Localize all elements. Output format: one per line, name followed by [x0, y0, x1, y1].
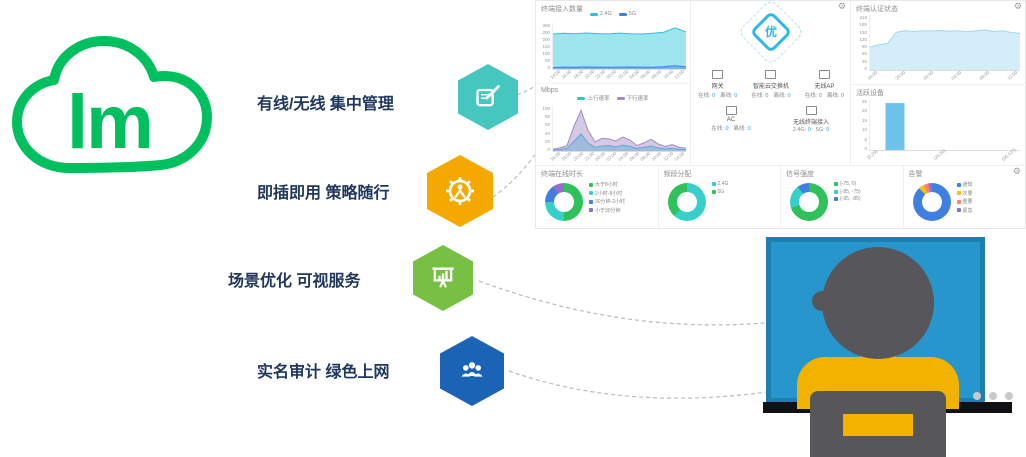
- gear-icon[interactable]: ⚙: [1012, 166, 1021, 176]
- health-grade: 优: [764, 25, 777, 39]
- connector-3: [478, 280, 765, 326]
- area-chart-auth-status: [869, 15, 1020, 71]
- people-icon: [461, 362, 483, 377]
- gear-person-icon: [446, 177, 474, 205]
- panel-title: 活跃设备: [856, 90, 884, 97]
- panel-title: 终端认证状态: [856, 6, 898, 13]
- panel-title: 频段分配: [663, 171, 692, 178]
- health-badge-zone: 优: [691, 0, 851, 66]
- ap-icon: [818, 70, 830, 79]
- donut-chart-band: [667, 183, 706, 221]
- feature-hex-manage: [458, 64, 518, 130]
- feature-hex-policy: [427, 155, 493, 227]
- cloud-outline: [12, 36, 212, 173]
- gear-icon[interactable]: ⚙: [837, 1, 846, 11]
- ac-icon: [725, 106, 737, 115]
- alarm-panel: 告警 ⚙ 通知次要重要紧急: [904, 166, 1026, 229]
- signal-strength-panel: 信号强度 (-75, 0)(-85, -75)(-95, -85): [781, 166, 904, 229]
- connector-4: [508, 370, 768, 399]
- decor-dot: [989, 392, 997, 400]
- gateway-icon: [712, 70, 724, 79]
- feature-label-scene: 场景优化 可视服务: [228, 273, 361, 290]
- feature-label-audit: 实名审计 绿色上网: [257, 364, 390, 381]
- donut-chart-alarm: [912, 183, 951, 221]
- feature-hex-visual: [413, 245, 473, 311]
- panel-title: 告警: [908, 171, 923, 178]
- bar-chart-active-devices: [869, 99, 1020, 151]
- donut-chart-signal: [790, 183, 828, 221]
- area-chart-speed: [552, 106, 686, 152]
- feature-label-wired-wireless: 有线/无线 集中管理: [257, 96, 394, 113]
- panel-title: 信号强度: [786, 171, 814, 178]
- cloud-logo: lm: [12, 36, 212, 173]
- chart-legend: (-75, 0)(-85, -75)(-95, -85): [834, 181, 861, 202]
- feature-label-plug-play: 即插即用 策略随行: [257, 185, 390, 202]
- panel-title: Mbps: [541, 87, 559, 94]
- connector-1: [516, 85, 537, 96]
- switch-icon: [765, 70, 777, 79]
- connector-2: [492, 152, 537, 198]
- decor-dot: [973, 392, 981, 400]
- chart-legend: 上行速率下行速率: [536, 94, 690, 102]
- donut-chart-online-duration: [545, 183, 583, 221]
- client-icon: [805, 106, 817, 115]
- area-chart-terminal-access: [552, 23, 686, 70]
- feature-hex-audit: [440, 336, 504, 406]
- gear-icon[interactable]: ⚙: [1013, 1, 1022, 11]
- panel-title: 终端在线时长: [541, 171, 583, 178]
- presentation-icon: [432, 267, 454, 288]
- panel-title: 终端接入数量: [541, 6, 583, 13]
- edit-icon: [476, 85, 500, 107]
- person-head: [822, 247, 934, 359]
- chair-stripe: [843, 414, 913, 436]
- chart-legend: 通知次要重要紧急: [956, 181, 973, 214]
- logo-text: lm: [67, 80, 152, 165]
- decor-dot: [1005, 392, 1013, 400]
- x-axis: (0,29)(29,50)(50,127): [866, 147, 1018, 162]
